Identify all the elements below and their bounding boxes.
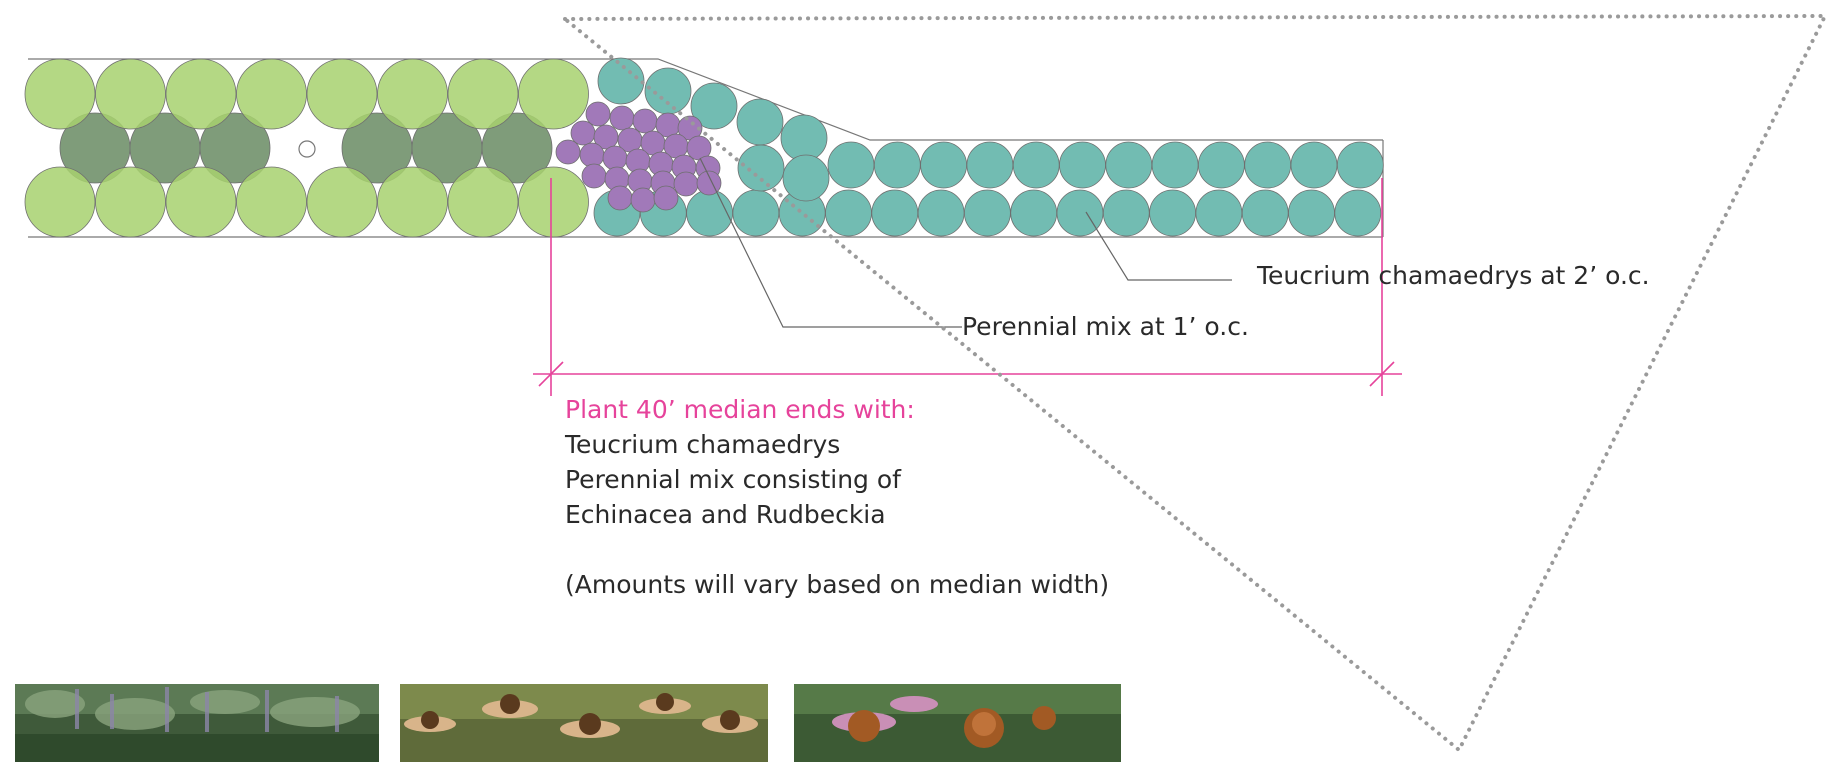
notes-line-perennial: Perennial mix consisting of	[565, 465, 901, 494]
teucrium-plant	[873, 141, 921, 189]
lavender-foliage-image	[15, 684, 379, 762]
teucrium-plant	[732, 189, 780, 237]
open-circle-marker	[298, 140, 316, 158]
light-green-plant	[518, 166, 589, 238]
teucrium-photo	[15, 684, 379, 762]
teucrium-plant	[782, 154, 830, 202]
notes-heading: Plant 40’ median ends with:	[565, 395, 915, 424]
notes-line-species: Echinacea and Rudbeckia	[565, 500, 886, 529]
dotted-triangle-overlay	[559, 13, 1829, 754]
teucrium-plant	[597, 57, 645, 105]
teucrium-plant	[1151, 141, 1199, 189]
teucrium-plant	[1198, 141, 1245, 189]
teucrium-plant	[1105, 141, 1153, 189]
teucrium-plant	[920, 141, 967, 189]
perennial-plant	[630, 187, 656, 213]
teucrium-callout-label: Teucrium chamaedrys at 2’ o.c.	[1257, 261, 1650, 290]
notes-line-teucrium: Teucrium chamaedrys	[565, 430, 841, 459]
perennial-plant	[653, 185, 679, 211]
perennial-plant	[579, 142, 605, 168]
light-green-plant	[95, 166, 166, 238]
dimension-line	[533, 178, 1402, 396]
teucrium-leader-line	[1085, 211, 1232, 281]
teucrium-plant	[1334, 189, 1382, 237]
teucrium-plant	[690, 82, 738, 130]
teucrium-plant	[644, 67, 692, 115]
perennial-plant	[581, 163, 607, 189]
perennial-callout-label: Perennial mix at 1’ o.c.	[962, 312, 1249, 341]
light-green-plant	[24, 58, 96, 130]
teucrium-plant	[1336, 141, 1384, 189]
light-green-plant	[447, 166, 519, 238]
purple-coneflower-image	[794, 684, 1121, 762]
teucrium-plant	[1195, 189, 1243, 237]
perennial-plant	[632, 108, 658, 134]
teucrium-plant	[827, 141, 875, 189]
teucrium-plant	[780, 114, 828, 162]
perennial-plant	[696, 170, 722, 196]
perennial-plant	[607, 185, 633, 211]
teucrium-plant	[1241, 189, 1289, 237]
teucrium-plant	[964, 189, 1011, 237]
dark-green-plant	[199, 112, 271, 184]
teucrium-plant	[966, 141, 1014, 189]
teucrium-plant	[686, 189, 733, 237]
dark-green-plant	[481, 112, 553, 184]
teucrium-plant	[1102, 189, 1150, 237]
planting-notes: Plant 40’ median ends with: Teucrium cha…	[565, 392, 1109, 602]
teucrium-plant	[1288, 189, 1335, 237]
light-green-plant	[447, 58, 519, 130]
notes-line-amounts: (Amounts will vary based on median width…	[565, 570, 1110, 599]
perennial-plant	[555, 139, 581, 165]
light-green-plant	[95, 58, 166, 130]
teucrium-plant	[1012, 141, 1060, 189]
teucrium-plant	[1149, 189, 1196, 237]
light-green-plant	[377, 58, 448, 130]
light-green-plant	[165, 166, 237, 238]
perennial-plant	[673, 171, 699, 197]
teucrium-plant	[871, 189, 919, 237]
perennial-plant	[602, 145, 628, 171]
teucrium-plant	[737, 144, 785, 192]
echinacea-photo-2	[794, 684, 1121, 762]
light-green-plant	[165, 58, 237, 130]
teucrium-plant	[917, 189, 965, 237]
perennial-plant	[609, 105, 635, 131]
perennial-leader-line	[699, 157, 962, 328]
light-green-plant	[24, 166, 96, 238]
echinacea-photo-1	[400, 684, 768, 762]
coneflower-field-image	[400, 684, 768, 762]
light-green-plant	[518, 58, 589, 130]
teucrium-plant	[736, 98, 784, 146]
teucrium-plant	[1290, 141, 1338, 189]
teucrium-plant	[1059, 141, 1106, 189]
teucrium-plant	[825, 189, 872, 237]
light-green-plant	[306, 58, 378, 130]
light-green-plant	[306, 166, 378, 238]
perennial-plant	[585, 101, 611, 127]
teucrium-plant	[1010, 189, 1058, 237]
perennial-plant	[570, 120, 596, 146]
light-green-plant	[236, 58, 307, 130]
light-green-plant	[236, 166, 307, 238]
teucrium-plant	[1244, 141, 1292, 189]
light-green-plant	[377, 166, 448, 238]
